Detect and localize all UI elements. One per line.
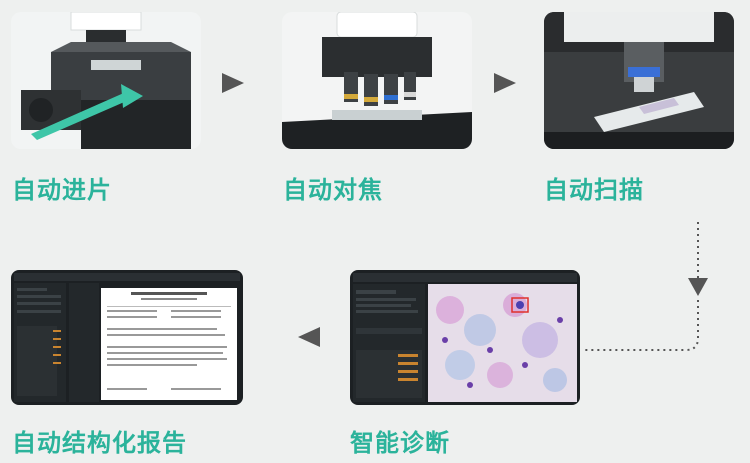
arrow-right-icon [494,73,516,93]
step-4-image [350,270,580,405]
step-3-label: 自动扫描 [544,176,644,204]
dotted-connector [585,222,708,351]
step-2-label: 自动对焦 [283,176,383,204]
step-1-image [11,12,201,149]
step-2-image [282,12,472,149]
step-5-label: 自动结构化报告 [12,429,187,457]
step-1-label: 自动进片 [12,176,112,204]
step-3-image [544,12,734,149]
arrow-left-icon [298,327,320,347]
step-5-image [11,270,243,405]
step-4-label: 智能诊断 [350,429,450,457]
arrow-right-icon [222,73,244,93]
